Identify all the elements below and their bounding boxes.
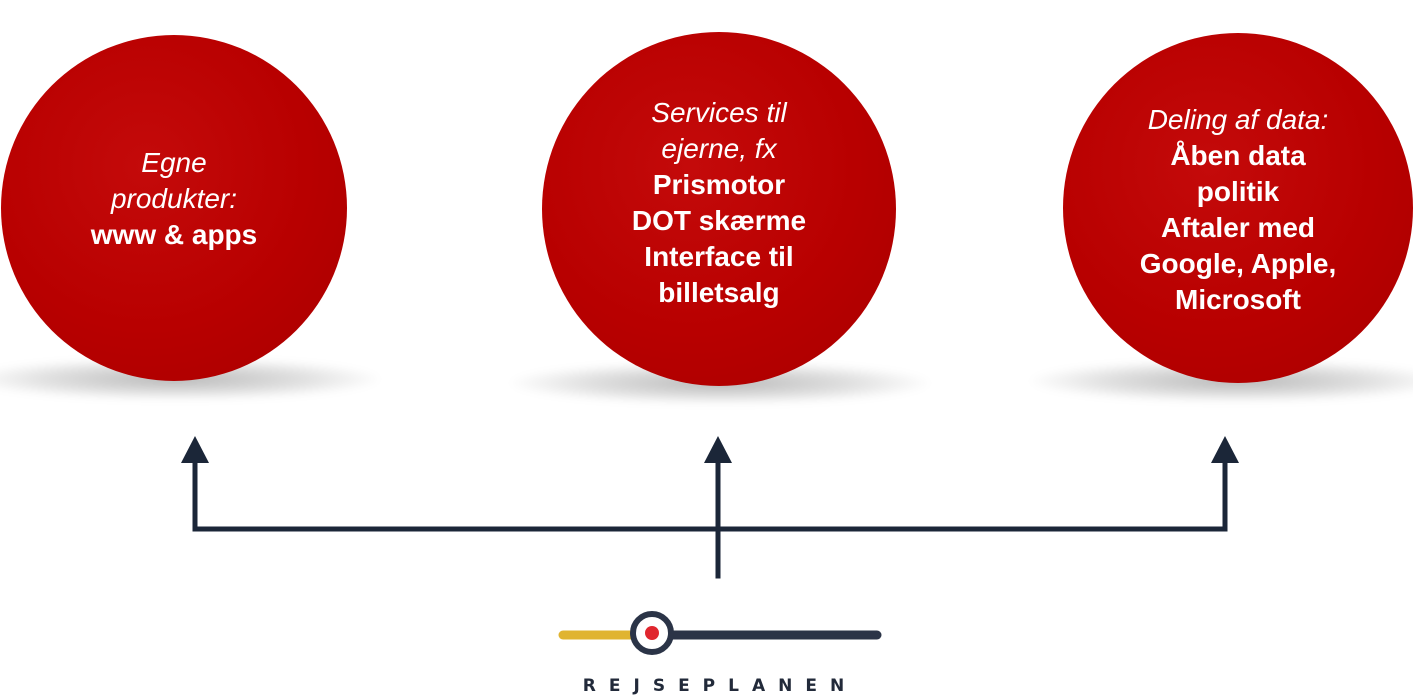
circle-bold-line: Google, Apple, bbox=[1139, 248, 1337, 279]
circle-bold-line: Microsoft bbox=[1175, 284, 1301, 315]
circle-italic-line: Deling af data: bbox=[1147, 104, 1329, 135]
circle-bold-line: Åben data bbox=[1170, 140, 1306, 171]
logo-red-dot bbox=[645, 626, 659, 640]
arrow-up-icon bbox=[1211, 436, 1239, 463]
circle-bold-line: Aftaler med bbox=[1160, 212, 1316, 243]
circle-bold-line: Prismotor bbox=[652, 169, 786, 200]
circle-text: Egne produkter: www & apps bbox=[91, 145, 257, 253]
circle-text: Deling af data: Åben data politik Aftale… bbox=[1140, 102, 1337, 318]
circle-bold-line: www & apps bbox=[90, 219, 258, 250]
circle-data-sharing: Deling af data: Åben data politik Aftale… bbox=[1063, 33, 1413, 383]
circle-bold-line: Interface til bbox=[644, 241, 794, 272]
circle-italic-line: Egne bbox=[141, 147, 207, 178]
circle-italic-line: produkter: bbox=[110, 183, 238, 214]
circle-text: Services til ejerne, fx Prismotor DOT sk… bbox=[632, 95, 806, 311]
rejseplanen-logo bbox=[558, 611, 882, 655]
circle-bold-line: billetsalg bbox=[658, 277, 780, 308]
circle-italic-line: Services til bbox=[651, 97, 787, 128]
arrow-up-icon bbox=[704, 436, 732, 463]
logo-wordmark: REJSEPLANEN bbox=[582, 676, 858, 696]
arrow-up-icon bbox=[181, 436, 209, 463]
circle-bold-line: politik bbox=[1196, 176, 1280, 207]
circle-bold-line: DOT skærme bbox=[631, 205, 807, 236]
circle-owner-services: Services til ejerne, fx Prismotor DOT sk… bbox=[542, 32, 896, 386]
circle-italic-line: ejerne, fx bbox=[661, 133, 777, 164]
circle-own-products: Egne produkter: www & apps bbox=[1, 35, 347, 381]
